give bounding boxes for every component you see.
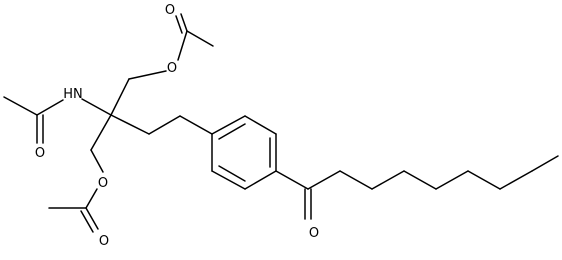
bond <box>499 170 533 190</box>
bond <box>128 70 167 80</box>
atom-label-hn: HN <box>63 87 83 102</box>
bond <box>218 123 246 140</box>
atom-label-o: O <box>35 146 45 161</box>
bond <box>244 170 277 190</box>
bond <box>85 207 99 230</box>
bond <box>435 170 469 190</box>
bond <box>211 115 246 135</box>
bond <box>211 170 246 190</box>
atom-label-o: O <box>165 3 175 18</box>
atom-label-o: O <box>99 234 109 249</box>
bond <box>244 115 277 135</box>
bond <box>110 114 150 135</box>
atom-label-o: O <box>98 176 108 191</box>
bond <box>218 165 246 182</box>
bond <box>531 155 559 172</box>
bond <box>175 15 183 34</box>
bond <box>80 210 94 233</box>
bond <box>275 170 309 190</box>
bond <box>81 98 112 116</box>
bond <box>186 30 214 47</box>
bond <box>90 149 104 173</box>
bonds <box>3 13 559 233</box>
bond <box>36 99 64 116</box>
atom-labels: O O HN O O O O <box>35 3 319 249</box>
atom-label-o: O <box>309 226 319 241</box>
bond <box>177 30 188 61</box>
bond <box>179 115 213 135</box>
bond <box>403 170 437 190</box>
bond <box>3 96 38 116</box>
bond <box>307 170 341 190</box>
bond <box>339 170 373 190</box>
bond <box>148 115 181 135</box>
bond <box>180 13 188 32</box>
bond <box>371 170 405 190</box>
bond <box>90 114 112 151</box>
atom-label-o: O <box>167 61 177 76</box>
bond <box>467 170 501 190</box>
bond <box>110 78 130 116</box>
bond <box>85 188 98 209</box>
